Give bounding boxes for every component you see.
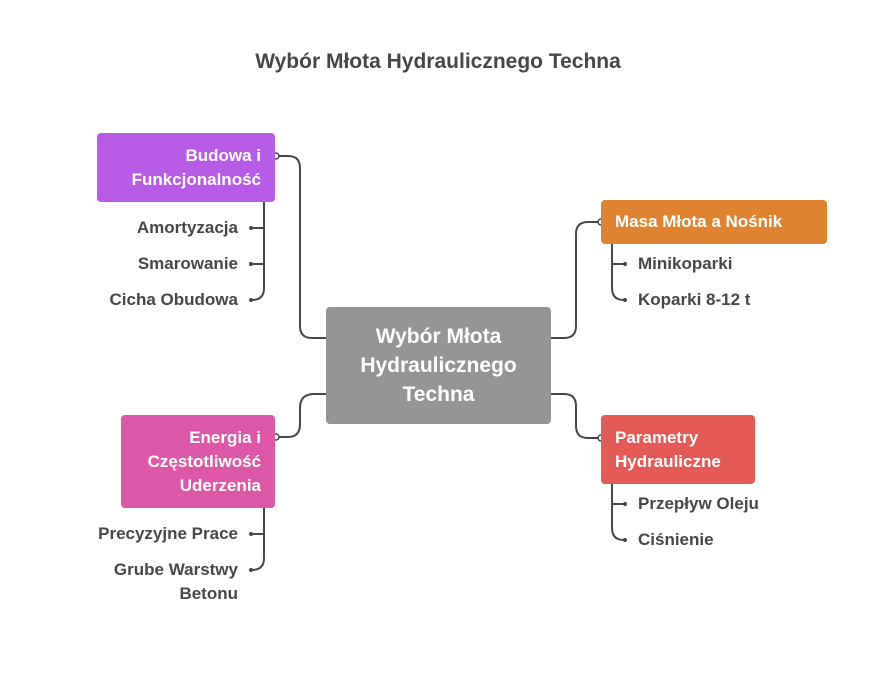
- leaf-smarowanie[interactable]: Smarowanie: [137, 254, 238, 273]
- connector-center-energia: [278, 393, 326, 438]
- leaf-cisnienie[interactable]: Ciśnienie: [638, 530, 714, 549]
- leaf-cicha-obudowa[interactable]: Cicha Obudowa: [109, 290, 238, 309]
- branch-label-line: Hydrauliczne: [615, 451, 721, 471]
- branch-label-line: Budowa i: [185, 145, 261, 165]
- branch-node-budowa[interactable]: Budowa i Funkcjonalność: [97, 133, 275, 202]
- leaf-minikoparki[interactable]: Minikoparki: [638, 254, 733, 273]
- diagram-title: Wybór Młota Hydraulicznego Techna: [255, 50, 621, 73]
- leaf-line: Betonu: [179, 584, 238, 603]
- leaf-precyzyjne-prace[interactable]: Precyzyjne Prace: [98, 524, 238, 543]
- connector-energia-leaves: [251, 508, 265, 571]
- connector-budowa-leaves: [251, 202, 265, 301]
- connector-parametry-leaves: [611, 484, 625, 541]
- connector-masa-leaves: [611, 244, 625, 301]
- central-topic-line: Wybór Młota: [375, 325, 502, 348]
- central-topic-line: Techna: [402, 383, 475, 406]
- leaf-amortyzacja[interactable]: Amortyzacja: [136, 218, 238, 237]
- leaf-grube-warstwy-betonu[interactable]: Grube Warstwy Betonu: [114, 558, 238, 606]
- branch-node-parametry[interactable]: Parametry Hydrauliczne: [601, 415, 755, 484]
- branch-label-line: Masa Młota a Nośnik: [615, 212, 783, 231]
- connector-center-parametry: [551, 393, 598, 439]
- branch-label-line: Uderzenia: [179, 475, 261, 495]
- leaf-line: Grube Warstwy: [113, 560, 238, 579]
- branch-node-masa[interactable]: Masa Młota a Nośnik: [601, 200, 827, 244]
- leaf-koparki-8-12t[interactable]: Koparki 8-12 t: [638, 290, 751, 309]
- central-topic-node[interactable]: Wybór Młota Hydraulicznego Techna: [326, 307, 551, 424]
- central-topic-line: Hydraulicznego: [360, 354, 517, 377]
- branch-label-line: Częstotliwość: [147, 451, 261, 471]
- connector-center-budowa: [278, 155, 326, 339]
- branch-label-line: Funkcjonalność: [131, 169, 261, 189]
- connector-center-masa: [551, 221, 598, 339]
- branch-label-line: Parametry: [615, 427, 699, 447]
- branch-node-energia[interactable]: Energia i Częstotliwość Uderzenia: [121, 415, 275, 508]
- branch-label-line: Energia i: [189, 427, 261, 447]
- leaf-przeplyw-oleju[interactable]: Przepływ Oleju: [638, 494, 759, 513]
